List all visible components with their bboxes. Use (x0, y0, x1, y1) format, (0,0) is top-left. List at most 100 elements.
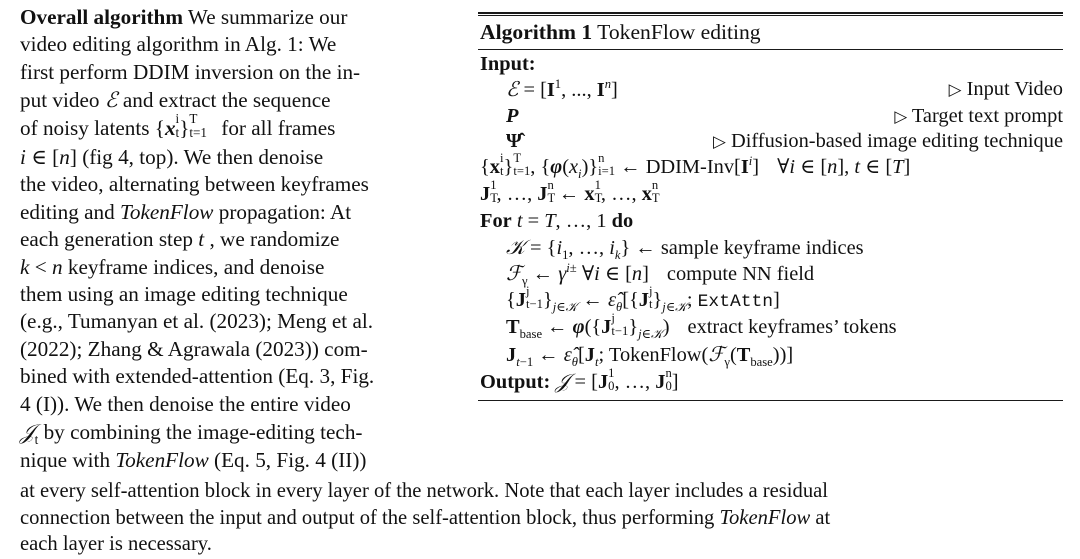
keyword-do: do (611, 210, 634, 233)
algorithm-line-output: Output: 𝒥 = [J101, …, Jn0n] (478, 365, 1063, 397)
prose-line: each generation step t , we randomize (20, 226, 462, 253)
math-expression: (ℱγ(Tbase))] (701, 342, 794, 370)
prose-line: 𝒥t by combining the image-editing tech- (20, 418, 462, 446)
bottom-paragraph: at every self-attention block in every l… (20, 478, 1063, 558)
token-ext-attn: ExtAttn (697, 291, 774, 312)
top-region: Overall algorithm We summarize our video… (20, 4, 1063, 474)
prose-line: of noisy latents {xiti}Tt=1t=1 for all f… (20, 111, 462, 144)
algorithm-output-label: Output: (480, 370, 551, 393)
inline-comment-sample: sample keyframe indices (660, 236, 864, 259)
prose-emphasis: TokenFlow (120, 199, 214, 224)
prose-column: Overall algorithm We summarize our video… (20, 4, 462, 474)
algorithm-top-rule (478, 12, 1063, 16)
math-expression: {xiti}Tt=1t=1, {φ(xi)}ni=1i=1 ← (480, 150, 646, 181)
comment-text: Input Video (966, 78, 1063, 101)
prose-emphasis: TokenFlow (115, 447, 209, 472)
prose-text: the video, alternating between keyframes (20, 172, 369, 197)
algorithm-number: Algorithm 1 (480, 20, 593, 44)
algorithm-bottom-rule (478, 400, 1063, 402)
prose-text: them using an image editing technique (20, 282, 348, 307)
paragraph-text: each layer is necessary. (20, 533, 212, 556)
algorithm-line-nn-field: ℱγ ← γi± ∀i ∈ [n]compute NN field (478, 261, 1063, 287)
token-ddim-inv: DDIM-Inv (645, 155, 735, 178)
algorithm-body: Input: ℰ = [I1, ..., In] ▷ Input Video P… (478, 50, 1063, 397)
math-symbol-p: P (506, 104, 519, 127)
prose-line: bined with extended-attention (Eq. 3, Fi… (20, 363, 462, 390)
math-symbol-cal-i: ℰ (506, 77, 519, 102)
prose-line: i ∈ [n] (fig 4, top). We then denoise (20, 144, 462, 171)
comment-triangle-icon: ▷ (894, 106, 908, 126)
prose-text: put video (20, 88, 100, 113)
algorithm-box: Algorithm 1 TokenFlow editing Input: ℰ =… (478, 12, 1063, 402)
prose-text: 4 (I)). We then denoise the entire video (20, 391, 351, 416)
math-expression: [Ii]∀i ∈ [n], t ∈ [T] (734, 153, 911, 178)
paragraph-text: at (815, 506, 831, 529)
prose-line: first perform DDIM inversion on the in- (20, 59, 462, 86)
prose-line: video editing algorithm in Alg. 1: We (20, 31, 462, 58)
algorithm-comment-diffusion-technique: ▷ Diffusion-based image editing techniqu… (713, 129, 1063, 154)
prose-text: bined with extended-attention (Eq. 3, Fi… (20, 364, 375, 389)
paragraph-text: connection between the input and output … (20, 506, 715, 529)
algorithm-title: TokenFlow editing (597, 20, 761, 44)
prose-text: editing and (20, 199, 115, 224)
algorithm-title-rule (478, 49, 1063, 50)
math-index-range: i ∈ [n] (20, 145, 77, 170)
paragraph-emphasis: TokenFlow (719, 506, 811, 529)
prose-heading: Overall algorithm (20, 5, 183, 29)
algorithm-title-row: Algorithm 1 TokenFlow editing (478, 16, 1063, 49)
algorithm-line-sample-keyframes: 𝒦 = {i1, …, ik} ← sample keyframe indice… (478, 235, 1063, 261)
math-expression: 𝒥 = [J101, …, Jn0n] (555, 365, 679, 394)
algorithm-comment-input-video: ▷ Input Video (949, 77, 1063, 102)
prose-text: We summarize our (187, 5, 348, 29)
math-expression: ] (773, 288, 780, 311)
paragraph-text: at every self-attention block in every l… (20, 480, 500, 502)
math-k-lt-n: k < n (20, 254, 63, 279)
prose-text: (fig 4, top). (82, 145, 179, 170)
math-expression: 𝒦 = {i1, …, ik} ← (506, 234, 661, 262)
algorithm-input-label-row: Input: (478, 52, 1063, 77)
comment-triangle-icon: ▷ (713, 132, 726, 152)
inline-comment-extract-tokens: extract keyframes’ tokens (687, 316, 897, 339)
prose-text: nique with (20, 447, 111, 472)
prose-line: nique with TokenFlow (Eq. 5, Fig. 4 (II)… (20, 447, 462, 474)
prose-text: At (329, 199, 352, 224)
math-symbol-psi-hat: Ψ̂ (506, 130, 522, 153)
token-tokenflow-fn: TokenFlow (608, 344, 702, 367)
prose-text: first perform DDIM inversion on the in- (20, 59, 361, 84)
algorithm-input-label: Input: (480, 53, 536, 75)
math-noisy-latents: {xiti}Tt=1t=1 (154, 111, 207, 141)
prose-text: of noisy latents (20, 115, 150, 140)
algorithm-line-editing-technique: Ψ̂ ▷ Diffusion-based image editing techn… (478, 129, 1063, 154)
math-expression: Tbase ← φ({Jjt−1t−1}j∈𝒦) (506, 310, 670, 342)
prose-text: and extract the sequence (122, 88, 331, 113)
inline-comment-nn-field: compute NN field (666, 263, 815, 286)
algorithm-line-ddim-inversion: {xiti}Tt=1t=1, {φ(xi)}ni=1i=1 ← DDIM-Inv… (478, 150, 1063, 182)
algorithm-line-for-loop: For t = T, …, 1 do (478, 209, 1063, 234)
math-symbol-t: t (198, 227, 205, 252)
prose-line: the video, alternating between keyframes (20, 171, 462, 198)
comment-text: Diffusion-based image editing technique (730, 130, 1063, 153)
paragraph-text: Note that each layer includes a residual (504, 480, 828, 502)
prose-text: video editing algorithm in Alg. 1: (20, 32, 304, 57)
prose-line: put video ℰ and extract the sequence (20, 86, 462, 114)
prose-text: each generation step (20, 227, 193, 252)
algorithm-line-input-video: ℰ = [I1, ..., In] ▷ Input Video (478, 77, 1063, 103)
math-expression: {Jjt−1t−1}j∈𝒦 ← ε̂θ[{Jjtj}j∈𝒦; (506, 283, 698, 314)
math-expression: = [I1, ..., In] (523, 77, 618, 102)
prose-line: (2022); Zhang & Agrawala (2023)) com- (20, 336, 462, 363)
math-expression: t = T, …, 1 (516, 210, 612, 233)
algorithm-line-init-latents: J1T1, …, JnTn ← x1T1, …, xnTn (478, 178, 1063, 209)
prose-line: 4 (I)). We then denoise the entire video (20, 391, 462, 418)
prose-text: We then denoise (183, 145, 324, 170)
algorithm-line-tokenflow-propagation: Jt−1 ← ε̂θ[Jt; TokenFlow(ℱγ(Tbase))] (478, 342, 1063, 368)
keyword-for: For (480, 210, 512, 233)
prose-text: (e.g., Tumanyan et al. (2023); Meng et a… (20, 309, 374, 334)
math-symbol-cal-i: ℰ (104, 87, 118, 113)
comment-text: Target text prompt (911, 104, 1063, 127)
algorithm-line-extended-attention: {Jjt−1t−1}j∈𝒦 ← ε̂θ[{Jjtj}j∈𝒦; ExtAttn] (478, 283, 1063, 315)
math-video-jt: 𝒥t (20, 419, 39, 448)
prose-line: editing and TokenFlow propagation: At (20, 199, 462, 226)
prose-text: (Eq. 5, Fig. 4 (II)) (214, 447, 367, 472)
algorithm-line-target-prompt: P ▷ Target text prompt (478, 104, 1063, 129)
prose-text: We (308, 32, 337, 57)
